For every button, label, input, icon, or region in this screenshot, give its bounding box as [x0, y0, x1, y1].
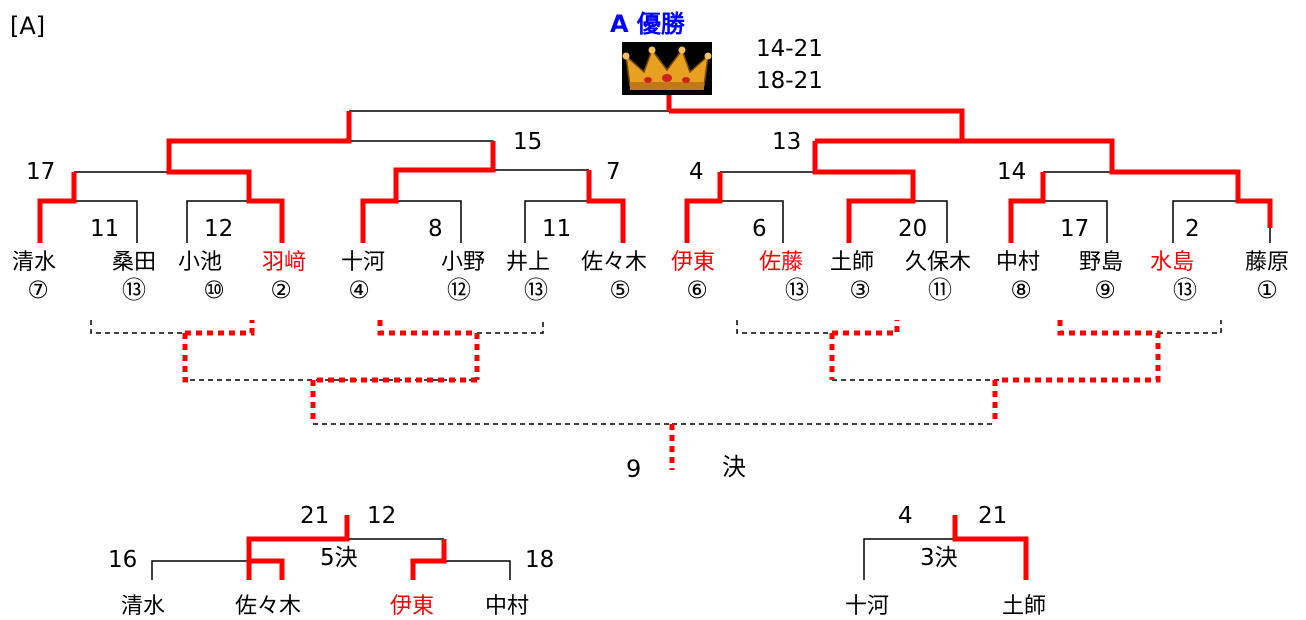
- score-qf4: 14: [997, 159, 1027, 185]
- player-name-9: 伊東: [670, 250, 716, 275]
- third-score-right: 21: [978, 503, 1008, 529]
- player-seed-13: ⑧: [1010, 276, 1032, 304]
- score-r1-4: 11: [542, 216, 572, 242]
- final-score-1: 14-21: [756, 36, 823, 62]
- score-r1-6: 20: [898, 216, 928, 242]
- thin-lines: [74, 65, 1271, 580]
- player-name-15: 水島: [1149, 250, 1195, 275]
- crown-icon: [622, 42, 712, 95]
- player-seed-1: ⑦: [27, 276, 49, 304]
- third-player-2: 土師: [1001, 594, 1047, 619]
- score-r1-1: 11: [90, 216, 120, 242]
- player-name-16: 藤原: [1244, 250, 1290, 275]
- third-player-1: 十河: [844, 594, 890, 619]
- fifth-score-right: 18: [525, 547, 555, 573]
- player-seed-8: ⑤: [609, 276, 631, 304]
- player-name-4: 羽﨑: [261, 250, 307, 275]
- champion-title: A 優勝: [610, 10, 685, 38]
- player-seed-14: ⑨: [1094, 276, 1116, 304]
- player-seed-15: ⑬: [1173, 276, 1197, 304]
- player-seed-5: ④: [348, 276, 370, 304]
- player-seed-7: ⑬: [524, 276, 548, 304]
- player-name-11: 土師: [829, 250, 875, 275]
- consolation-dashed: [90, 320, 1222, 425]
- score-r1-8: 2: [1185, 216, 1200, 242]
- ninth-place-label-left: 9: [626, 455, 642, 483]
- third-score-left: 4: [898, 503, 913, 529]
- fifth-player-1: 清水: [120, 594, 166, 619]
- player-name-3: 小池: [177, 250, 223, 275]
- score-r1-2: 12: [204, 216, 234, 242]
- player-name-14: 野島: [1078, 250, 1124, 275]
- fifth-score-left: 16: [108, 547, 138, 573]
- score-qf2: 7: [606, 159, 621, 185]
- block-label: [A]: [10, 12, 46, 40]
- player-name-12: 久保木: [904, 250, 972, 275]
- third-place-label: 3決: [920, 545, 958, 571]
- winner-lines: [37, 80, 1273, 580]
- player-name-13: 中村: [995, 250, 1041, 275]
- player-seed-3: ⑩: [203, 276, 225, 304]
- player-name-1: 清水: [11, 250, 57, 275]
- score-r1-7: 17: [1060, 216, 1090, 242]
- player-seed-6: ⑫: [447, 276, 471, 304]
- fifth-score-top-left: 21: [300, 503, 330, 529]
- player-seed-2: ⑬: [122, 276, 146, 304]
- fifth-player-4: 中村: [484, 594, 530, 619]
- player-seed-10: ⑬: [785, 276, 809, 304]
- player-seed-11: ③: [849, 276, 871, 304]
- consolation-red-dashed: [182, 320, 1161, 470]
- fifth-player-2: 佐々木: [234, 594, 302, 619]
- player-name-6: 小野: [440, 250, 486, 275]
- fifth-place-label: 5決: [320, 545, 358, 571]
- final-score-2: 18-21: [756, 68, 823, 94]
- player-seed-12: ⑪: [928, 276, 952, 304]
- player-name-5: 十河: [340, 250, 386, 275]
- ninth-place-label-right: 決: [722, 453, 746, 481]
- score-qf1: 17: [26, 159, 56, 185]
- player-name-10: 佐藤: [758, 250, 804, 275]
- player-name-8: 佐々木: [580, 250, 648, 275]
- player-seed-16: ①: [1256, 276, 1278, 304]
- fifth-score-top-right: 12: [367, 503, 397, 529]
- score-qf3: 4: [689, 159, 704, 185]
- player-seed-4: ②: [270, 276, 292, 304]
- player-name-2: 桑田: [111, 250, 157, 275]
- score-r1-3: 8: [428, 216, 443, 242]
- score-r1-5: 6: [752, 216, 767, 242]
- score-sf-left: 15: [513, 129, 543, 155]
- player-seed-9: ⑥: [686, 276, 708, 304]
- player-name-7: 井上: [505, 250, 551, 275]
- score-sf-right: 13: [772, 129, 802, 155]
- fifth-player-3: 伊東: [389, 594, 435, 619]
